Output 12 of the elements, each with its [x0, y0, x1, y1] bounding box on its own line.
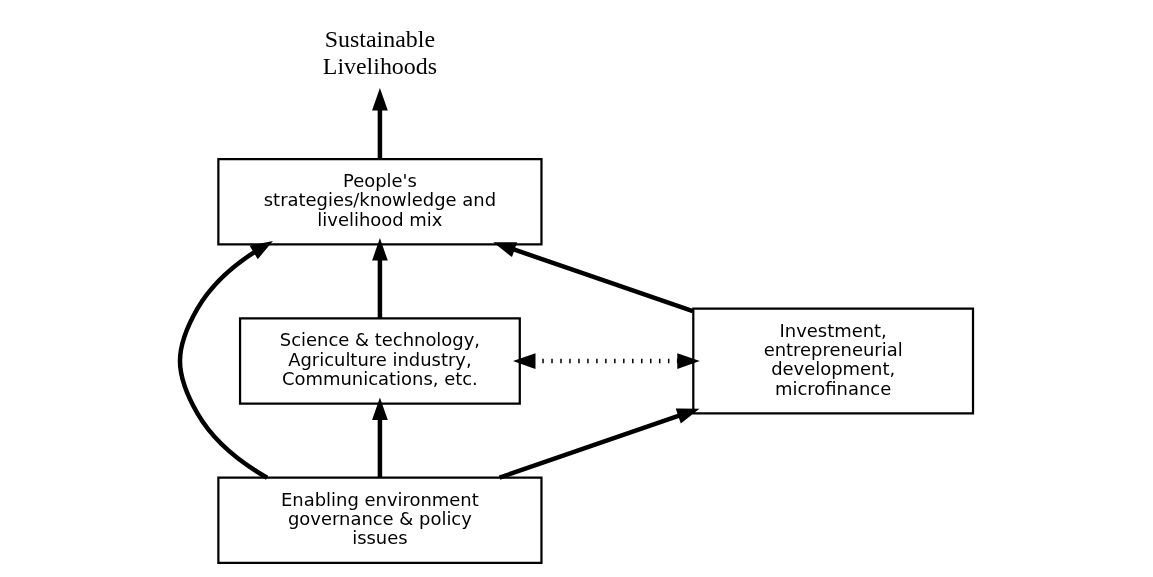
node-box: Science & technology, Agriculture industry, Communications, etc.: [238, 317, 521, 405]
arrow: [513, 353, 700, 369]
node-box: Investment, entrepreneurial development, microfinance: [692, 307, 975, 415]
arrow: [177, 240, 273, 480]
node-box: Enabling environment governance & policy issues: [217, 476, 543, 565]
node-text: Sustainable Livelihoods: [322, 25, 438, 79]
arrow: [372, 397, 388, 478]
node-box: People's strategies/knowledge and livelihood mix: [217, 158, 543, 246]
arrow: [372, 88, 388, 159]
arrow: [493, 242, 694, 314]
arrow: [498, 408, 700, 480]
arrow: [372, 238, 388, 319]
